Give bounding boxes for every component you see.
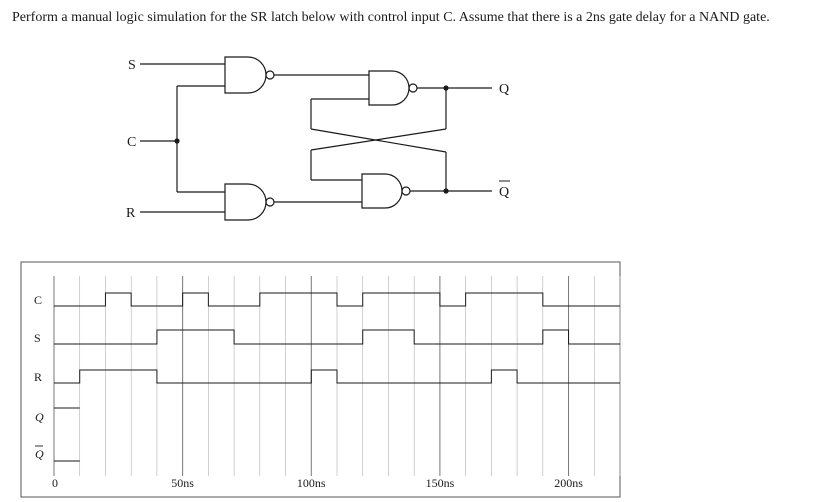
waveform-r bbox=[54, 369, 620, 384]
tick-label: 200ns bbox=[554, 476, 583, 490]
signal-label-qbar: Q bbox=[35, 447, 44, 461]
signal-label-q: Q bbox=[35, 410, 44, 424]
signal-label-r: R bbox=[34, 370, 42, 384]
timing-grid bbox=[53, 276, 621, 476]
tick-label: 50ns bbox=[171, 476, 194, 490]
timing-waveforms bbox=[54, 292, 620, 462]
input-label-r: R bbox=[126, 206, 136, 221]
junction-c bbox=[174, 138, 180, 144]
nand-gate-2 bbox=[224, 183, 267, 221]
signal-label-c: C bbox=[34, 293, 42, 307]
nand-gate-4-bubble bbox=[401, 186, 411, 196]
question-text: Perform a manual logic simulation for th… bbox=[12, 10, 770, 25]
output-label-qbar: Q bbox=[499, 185, 509, 200]
nand-gate-1 bbox=[224, 56, 267, 94]
waveform-s bbox=[54, 329, 620, 345]
output-label-q: Q bbox=[499, 82, 509, 97]
input-label-s: S bbox=[128, 58, 136, 73]
junction-q bbox=[443, 85, 449, 91]
nand-gate-3-bubble bbox=[408, 83, 418, 93]
signal-label-s: S bbox=[34, 331, 41, 345]
nand-gate-4 bbox=[361, 173, 403, 209]
sr-latch-schematic: S C R Q Q bbox=[126, 56, 510, 221]
tick-label: 100ns bbox=[297, 476, 326, 490]
nand-gate-3 bbox=[368, 70, 410, 106]
tick-label: 0 bbox=[52, 476, 58, 490]
timing-frame bbox=[20, 261, 621, 498]
waveform-c bbox=[54, 292, 620, 307]
input-label-c: C bbox=[127, 135, 136, 150]
junction-qbar bbox=[443, 188, 449, 194]
nand-gate-2-bubble bbox=[265, 197, 275, 207]
tick-label: 150ns bbox=[426, 476, 455, 490]
nand-gate-1-bubble bbox=[265, 70, 275, 80]
